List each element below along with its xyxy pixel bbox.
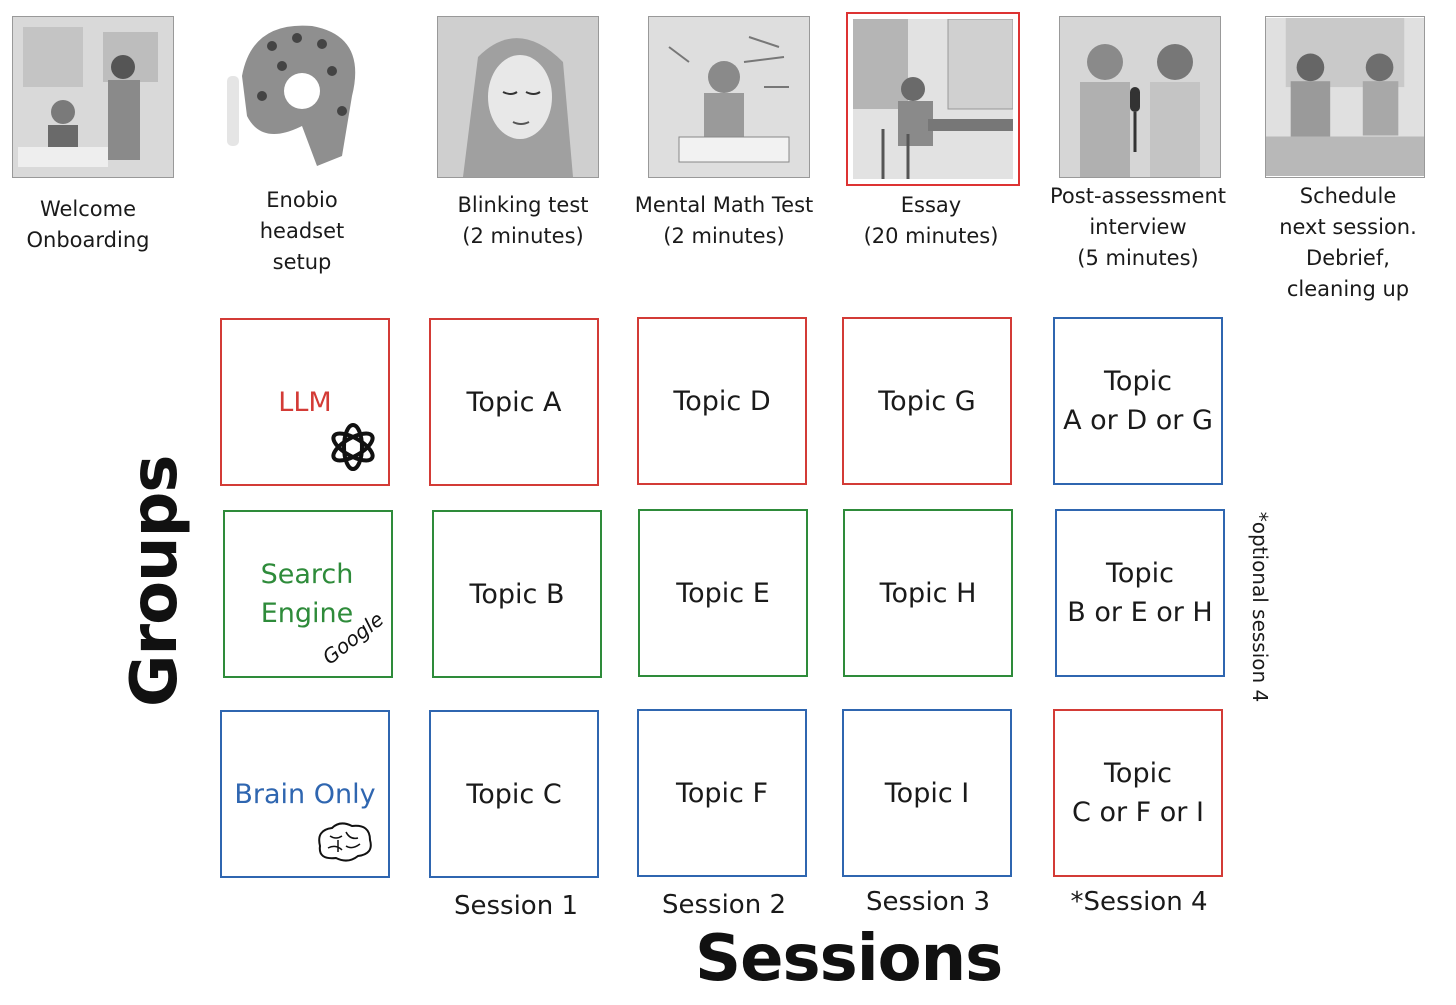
groups-axis-title: Groups [118,455,192,707]
step-caption-interview: Post-assessment interview (5 minutes) [1050,184,1226,270]
step-caption-essay: Essay (20 minutes) [863,193,999,248]
step-caption-blinking: Blinking test (2 minutes) [457,193,589,248]
topic-cell-brain-s2: Topic F [637,709,807,877]
schedule-next-session-image [1265,16,1425,178]
topic-cell-search-s1: Topic B [432,510,602,678]
topic-cell-llm-s1: Topic A [429,318,599,486]
group-search-engine-label: Search Engine [260,559,354,629]
topic-cell-brain-s1: Topic C [429,710,599,878]
enobio-headset-image [222,16,382,176]
topic-cell-brain-s4: Topic C or F or I [1053,709,1223,877]
step-caption-mental-math: Mental Math Test (2 minutes) [634,193,814,248]
step-caption-headset: Enobio headset setup [259,188,345,274]
topic-cell-search-s2: Topic E [638,509,808,677]
blinking-test-image [437,16,599,178]
mental-math-test-image [648,16,810,178]
group-search-engine: Search Engine Google [223,510,393,678]
group-llm: LLM [220,318,390,486]
topic-cell-search-s4: Topic B or E or H [1055,509,1225,677]
brain-icon [318,822,372,862]
topic-cell-llm-s4: Topic A or D or G [1053,317,1223,485]
openai-logo-icon [331,423,375,471]
group-brain-only-label: Brain Only [234,778,376,810]
step-caption-schedule: Schedule next session. Debrief, cleaning… [1279,184,1417,301]
session-label-1: Session 1 [453,891,578,921]
session-label-4: *Session 4 [1070,887,1208,917]
group-llm-label: LLM [278,386,332,418]
topic-cell-search-s3: Topic H [843,509,1013,677]
topic-cell-llm-s3: Topic G [842,317,1012,485]
step-caption-welcome: Welcome Onboarding [26,197,150,252]
topic-cell-llm-s2: Topic D [637,317,807,485]
essay-image [846,12,1020,186]
session-label-3: Session 3 [865,887,990,917]
post-assessment-interview-image [1059,16,1221,178]
optional-session-note: *optional session 4 [1248,511,1272,703]
session-label-2: Session 2 [661,890,786,920]
welcome-onboarding-image [12,16,174,178]
topic-cell-brain-s3: Topic I [842,709,1012,877]
sessions-axis-title: Sessions [695,922,1003,996]
group-brain-only: Brain Only [220,710,390,878]
